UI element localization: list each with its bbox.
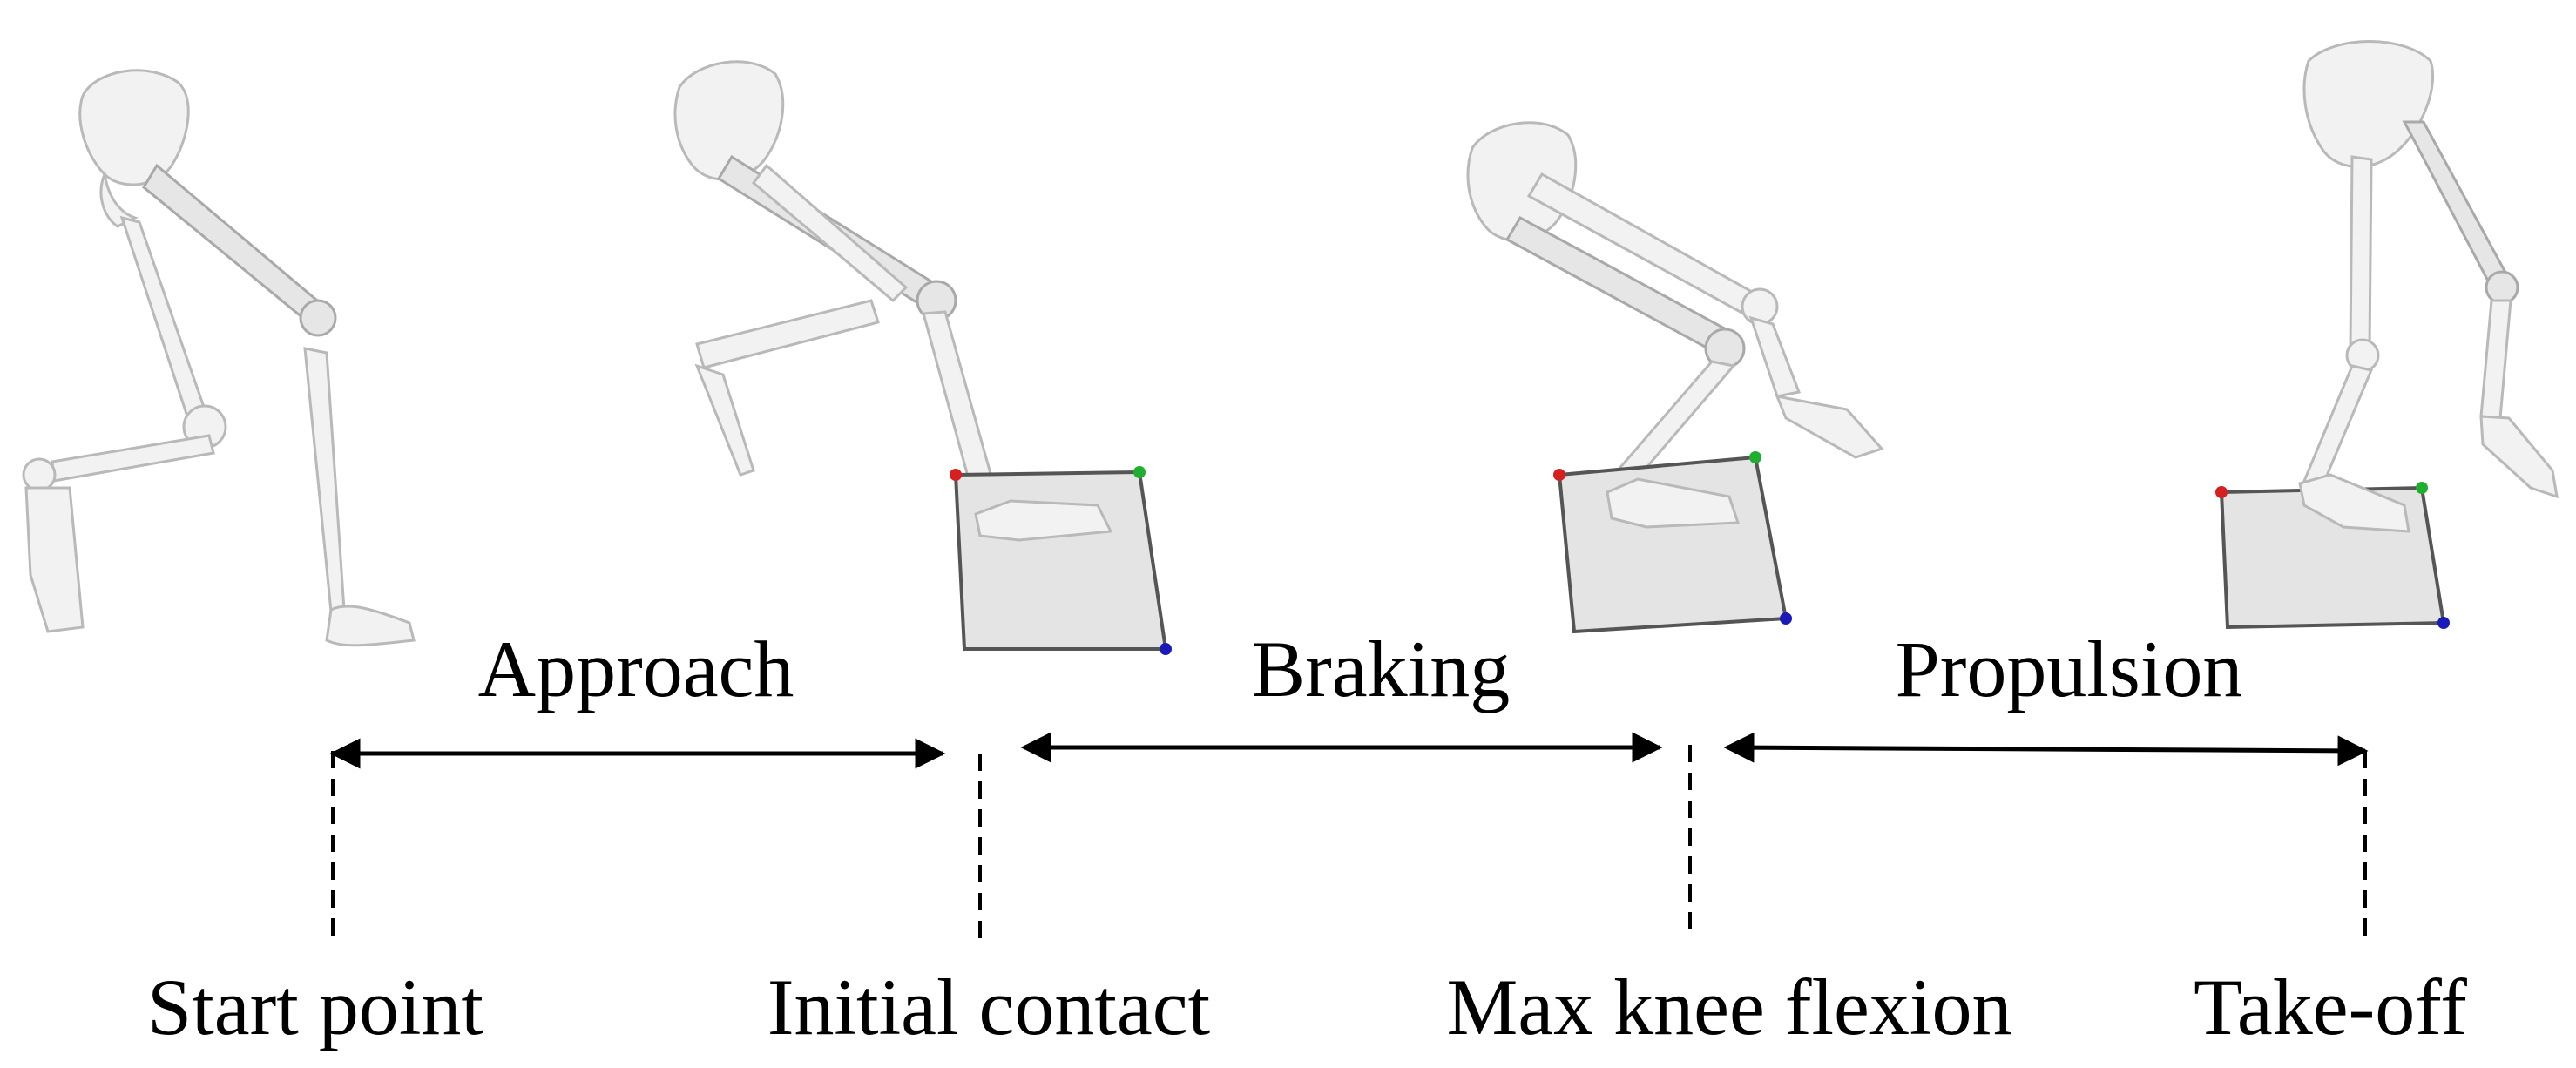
force-plate-max-knee-flexion (1553, 451, 1792, 634)
skeleton-take-off (2302, 40, 2559, 499)
tibia-swing (2479, 299, 2512, 420)
foot-swing (1775, 395, 1884, 459)
tibia-swing (1748, 315, 1802, 398)
event-label-initial-contact: Initial contact (767, 963, 1211, 1051)
foot-stance (1606, 477, 1741, 529)
tibia-swing (303, 347, 346, 613)
foot-stance (974, 499, 1113, 542)
force-plate-take-off (2215, 473, 2450, 630)
femur-swing (142, 163, 324, 329)
ankle (22, 457, 57, 492)
pelvis (2302, 40, 2435, 168)
phase-label-braking: Braking (1251, 625, 1511, 713)
phase-label-approach: Approach (477, 625, 794, 713)
knee-swing (2485, 270, 2519, 305)
tibia-stance (51, 434, 215, 483)
event-label-max-knee-flexion: Max knee flexion (1446, 963, 2012, 1051)
event-label-take-off: Take-off (2194, 963, 2467, 1051)
skeleton-initial-contact (673, 60, 1004, 523)
femur-swing (751, 163, 909, 303)
pelvis (1466, 121, 1578, 242)
foot-stance (2298, 473, 2410, 533)
femur-stance (2349, 155, 2373, 350)
foot-swing (325, 605, 416, 647)
foot-stance (24, 486, 85, 633)
force-plate-initial-contact (950, 466, 1172, 655)
femur-stance (119, 215, 206, 418)
foot-swing (2479, 415, 2559, 499)
skeleton-start-point (22, 69, 416, 647)
force-plate (1557, 455, 1788, 634)
foot-swing (694, 363, 755, 477)
pelvis (673, 60, 785, 181)
propulsion-arrow (1723, 732, 2369, 767)
pelvis (78, 69, 190, 186)
femur-swing (2402, 120, 2512, 289)
tibia-stance (2302, 364, 2374, 490)
force-plate (953, 470, 1168, 651)
tibia-swing (695, 299, 880, 369)
event-label-start-point: Start point (147, 963, 483, 1051)
phase-label-propulsion: Propulsion (1895, 625, 2243, 713)
skeleton-max-knee-flexion (1466, 121, 1884, 490)
knee-swing (1741, 287, 1779, 326)
knee-swing (299, 299, 337, 337)
